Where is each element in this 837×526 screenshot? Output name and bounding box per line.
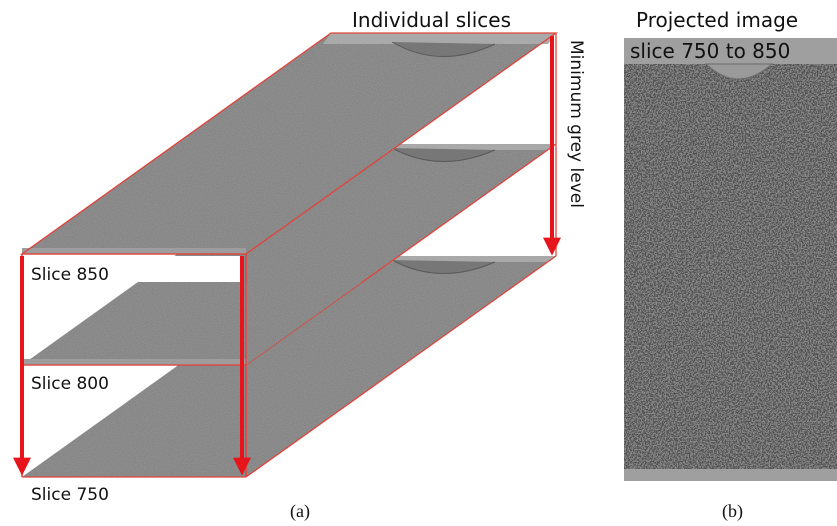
- slice-label-750: Slice 750: [31, 485, 109, 505]
- panel-b-title-line1: Projected image: [636, 8, 798, 32]
- slice-label-800: Slice 800: [31, 374, 109, 394]
- panel-a-title: Individual slices: [352, 8, 511, 32]
- panel-a: Individual slices Minimum grey level Sli…: [13, 8, 586, 522]
- caption-a: (a): [290, 501, 310, 522]
- arrow-label: Minimum grey level: [566, 40, 586, 208]
- feature-bump: [391, 259, 496, 274]
- slice-layer-750: [22, 256, 556, 477]
- slice-label-850: Slice 850: [31, 265, 109, 285]
- feature-bump: [391, 147, 496, 162]
- panel-b: Projected image slice 750 to 850 (b): [624, 8, 837, 522]
- feature-bump: [704, 63, 774, 80]
- slice-layer-850: [22, 33, 556, 254]
- panel-b-title-line2: slice 750 to 850: [630, 39, 790, 63]
- feature-bump: [391, 41, 496, 57]
- slice-800-front: [22, 282, 362, 365]
- caption-b: (b): [722, 501, 743, 522]
